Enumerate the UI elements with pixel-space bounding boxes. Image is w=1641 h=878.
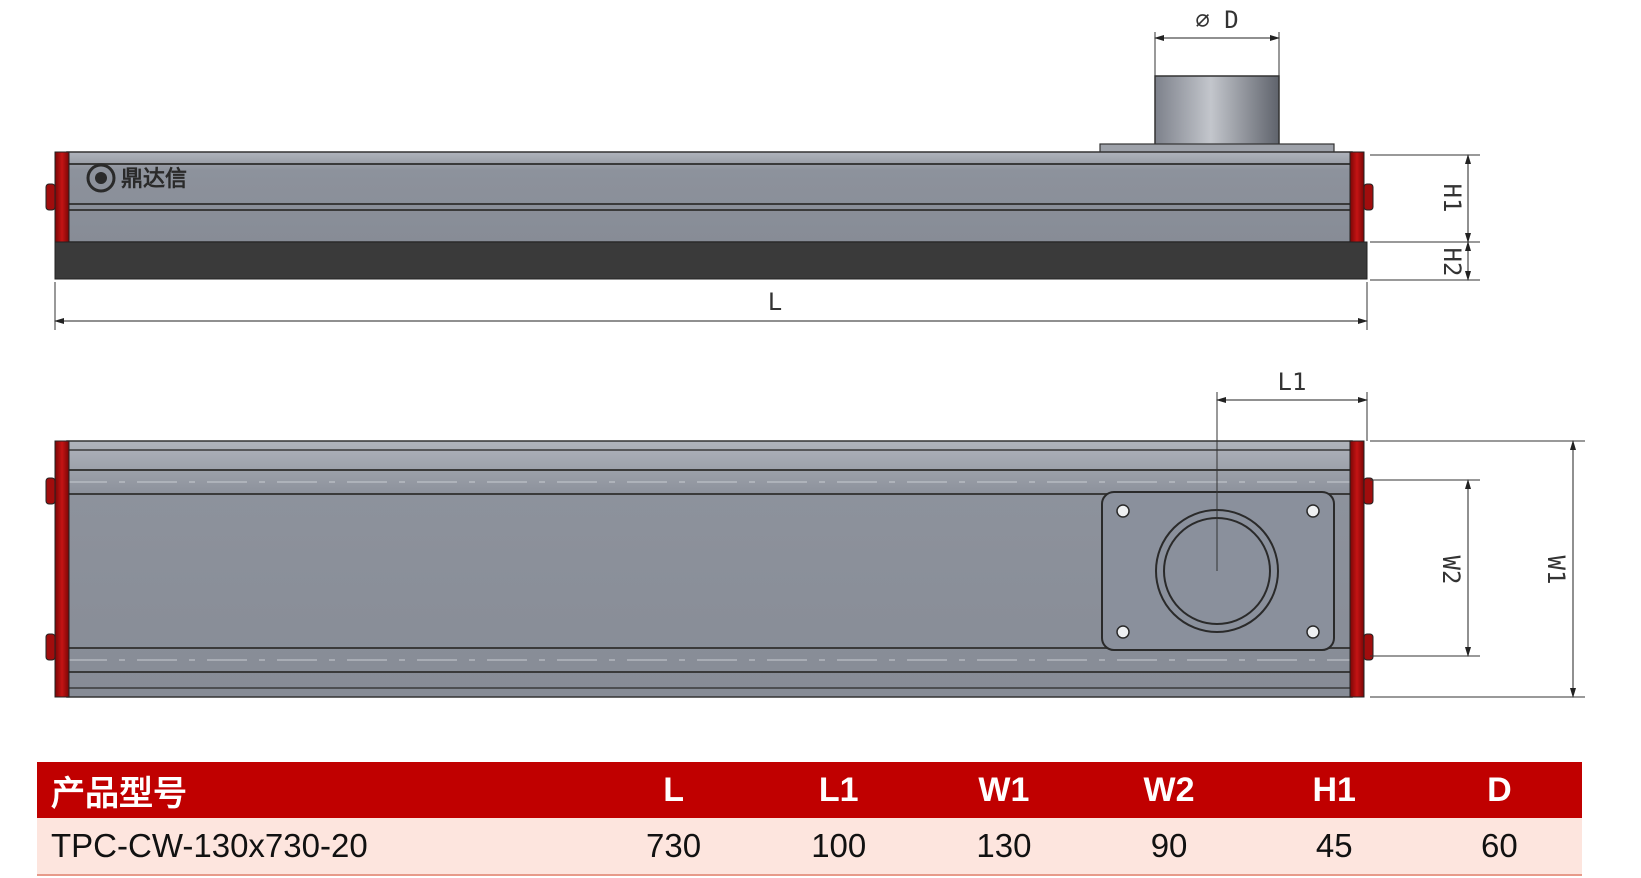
dim-label-W2: W2 (1437, 556, 1465, 585)
dim-label-H2: H2 (1438, 248, 1466, 277)
top-view: L1 W2 W1 (45, 368, 1585, 698)
flange-hole-bottom-left (1116, 625, 1130, 639)
table-row: TPC-CW-130x730-20 730 100 130 90 45 60 (37, 818, 1582, 876)
dimension-height: H1 H2 (1370, 154, 1480, 281)
blower-body-side (66, 151, 1353, 243)
dim-label-L: L (768, 288, 782, 316)
flange-hole-top-left (1116, 504, 1130, 518)
spec-table-header: 产品型号 L L1 W1 W2 H1 D (37, 762, 1582, 818)
cell-model: TPC-CW-130x730-20 (37, 818, 591, 876)
cell-W2: 90 (1086, 818, 1252, 876)
header-W1: W1 (921, 762, 1087, 818)
dim-label-L1: L1 (1278, 368, 1307, 396)
header-model: 产品型号 (37, 762, 591, 818)
end-cap-right-top (1349, 440, 1365, 698)
end-cap-right (1349, 151, 1365, 243)
outlet-pipe (1154, 75, 1280, 147)
bolt-left (45, 183, 56, 211)
brand-logo: 鼎达信 (86, 163, 187, 193)
dimension-W1: W1 (1370, 440, 1585, 698)
dimension-length: L (54, 282, 1368, 330)
header-L1: L1 (756, 762, 922, 818)
bolt-right (1363, 183, 1374, 211)
cell-D: 60 (1416, 818, 1582, 876)
cell-L1: 100 (756, 818, 922, 876)
base-strip (54, 241, 1368, 280)
dimension-diameter: ⌀ D (1154, 6, 1280, 76)
flange-hole-bottom-right (1306, 625, 1320, 639)
bolt-right-lower (1363, 633, 1374, 661)
bolt-right-upper (1363, 477, 1374, 505)
bolt-left-lower (45, 633, 56, 661)
spec-table: 产品型号 L L1 W1 W2 H1 D TPC-CW-130x730-20 7… (37, 762, 1582, 876)
cell-W1: 130 (921, 818, 1087, 876)
header-D: D (1416, 762, 1582, 818)
dimension-L1: L1 (1216, 368, 1368, 571)
brand-emblem-icon (86, 163, 116, 193)
end-cap-left-top (54, 440, 70, 698)
header-W2: W2 (1086, 762, 1252, 818)
header-L: L (591, 762, 757, 818)
cell-L: 730 (591, 818, 757, 876)
technical-drawing: 鼎达信 ⌀ D L H1 H2 (45, 6, 1585, 698)
flange-hole-top-right (1306, 504, 1320, 518)
bolt-left-upper (45, 477, 56, 505)
dim-label-W1: W1 (1542, 556, 1570, 585)
dimension-W2: W2 (1370, 479, 1480, 657)
header-H1: H1 (1251, 762, 1417, 818)
dim-label-diameter: ⌀ D (1195, 6, 1238, 34)
side-view: 鼎达信 ⌀ D L H1 H2 (45, 6, 1480, 330)
brand-logo-text: 鼎达信 (121, 166, 187, 192)
cell-H1: 45 (1251, 818, 1417, 876)
dim-label-H1: H1 (1438, 184, 1466, 213)
end-cap-left (54, 151, 70, 243)
